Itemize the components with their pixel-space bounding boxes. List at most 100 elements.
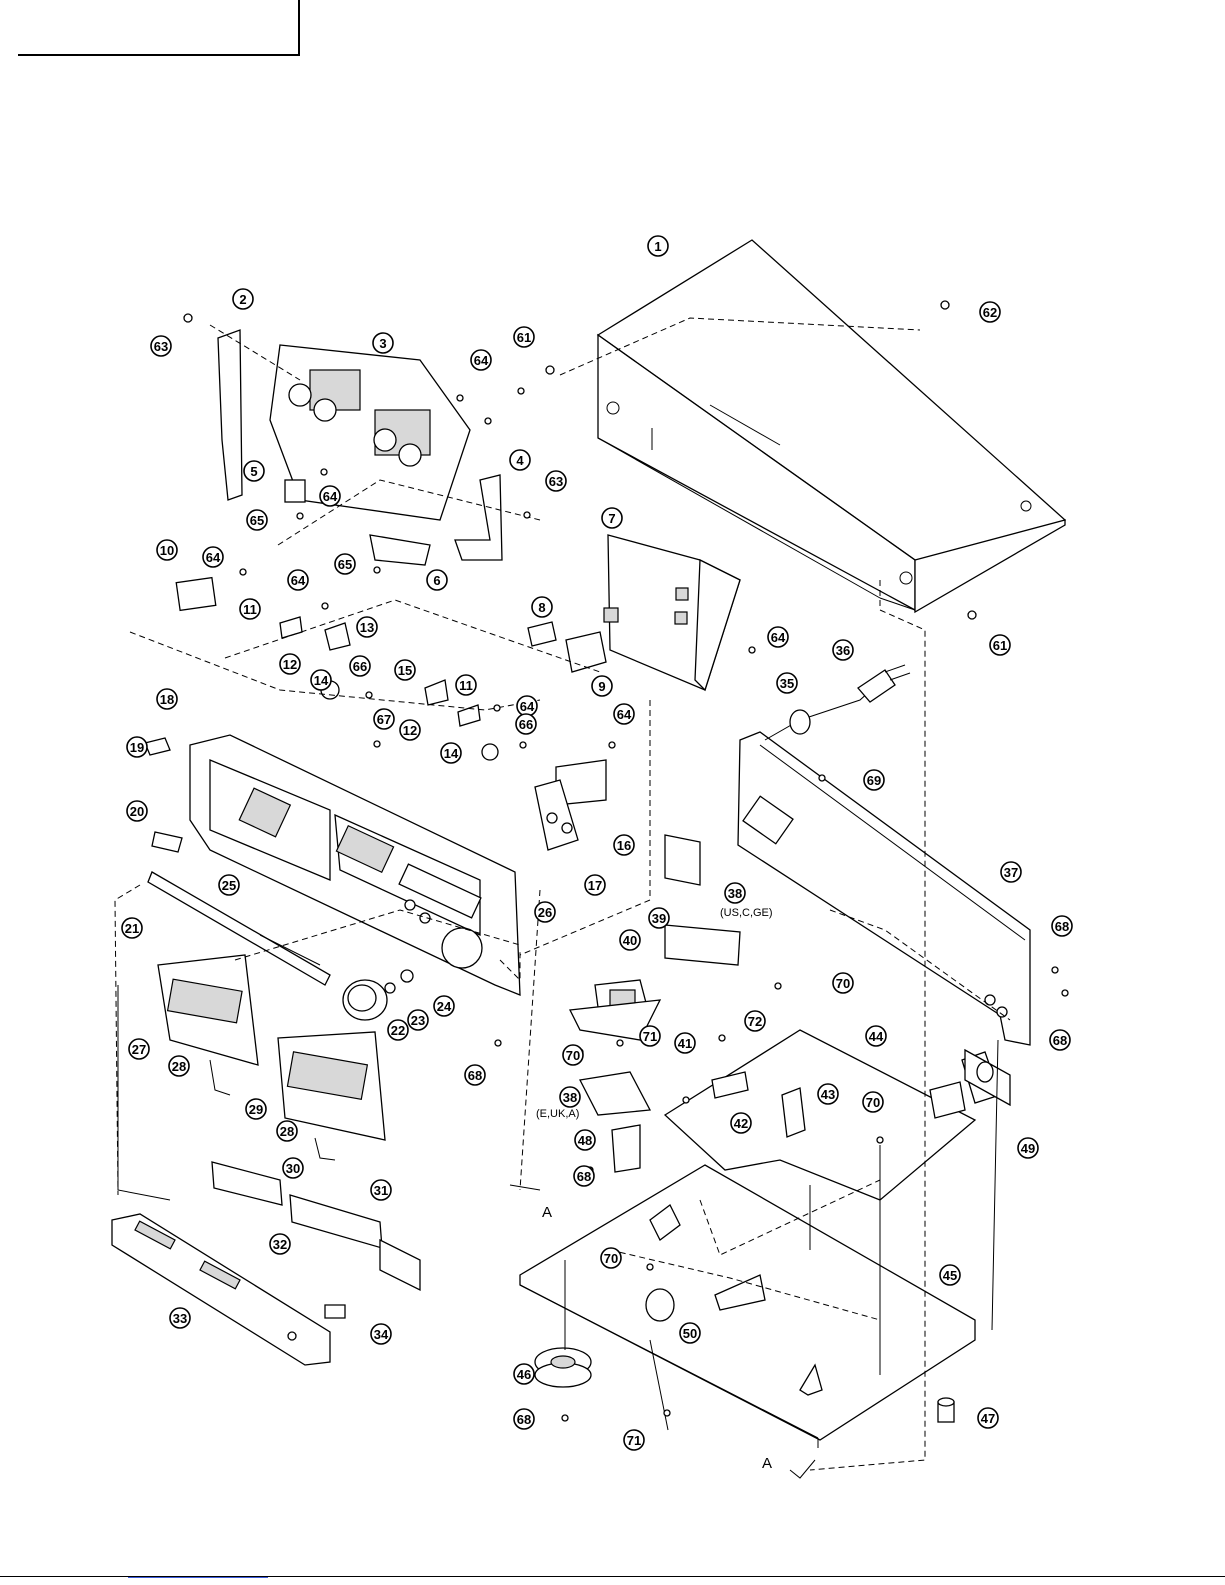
callout-64: 64	[517, 696, 537, 716]
callout-23: 23	[408, 1010, 428, 1030]
callout-number: 11	[459, 678, 473, 693]
callout-number: 5	[250, 464, 257, 479]
callout-67: 67	[374, 709, 394, 729]
callout-number: 48	[578, 1133, 592, 1148]
callout-number: 6	[433, 573, 440, 588]
callout-number: 68	[1055, 919, 1069, 934]
volume-knob	[343, 970, 413, 1020]
callout-47: 47	[978, 1408, 998, 1428]
callout-number: 61	[517, 330, 531, 345]
callout-number: 20	[130, 804, 144, 819]
callout-number: 43	[821, 1087, 835, 1102]
callout-number: 64	[771, 630, 786, 645]
callout-number: 37	[1004, 865, 1018, 880]
callout-number: 64	[474, 353, 489, 368]
note-38-regions-a: (US,C,GE)	[720, 907, 773, 919]
callout-number: 8	[538, 600, 545, 615]
callout-64: 64	[203, 547, 223, 567]
callout-number: 70	[866, 1095, 880, 1110]
callout-number: 69	[867, 773, 881, 788]
callout-number: 17	[588, 878, 602, 893]
callout-number: 41	[678, 1036, 692, 1051]
callout-36: 36	[833, 640, 853, 660]
callout-number: 23	[411, 1013, 425, 1028]
callout-number: 44	[869, 1029, 884, 1044]
callout-68: 68	[465, 1065, 485, 1085]
callout-33: 33	[170, 1308, 190, 1328]
callout-number: 63	[549, 474, 563, 489]
callout-18: 18	[157, 689, 177, 709]
callout-41: 41	[675, 1033, 695, 1053]
callout-65: 65	[247, 510, 267, 530]
callout-number: 70	[566, 1048, 580, 1063]
callout-number: 38	[728, 886, 742, 901]
callout-number: 13	[360, 620, 374, 635]
callout-14: 14	[311, 670, 331, 690]
callout-64: 64	[471, 350, 491, 370]
chassis	[520, 1165, 975, 1448]
callout-number: 26	[538, 905, 552, 920]
callout-45: 45	[940, 1265, 960, 1285]
callout-11: 11	[456, 675, 476, 695]
callout-40: 40	[620, 930, 640, 950]
callout-number: 33	[173, 1311, 187, 1326]
callout-number: 14	[444, 746, 459, 761]
callout-number: 50	[683, 1326, 697, 1341]
callout-number: 3	[379, 336, 386, 351]
callout-number: 63	[154, 339, 168, 354]
callout-44: 44	[866, 1026, 886, 1046]
callout-number: 35	[780, 676, 794, 691]
callout-34: 34	[371, 1324, 391, 1344]
callout-66: 66	[516, 714, 536, 734]
note-38-regions-b: (E,UK,A)	[536, 1108, 579, 1120]
callout-27: 27	[129, 1039, 149, 1059]
callout-37: 37	[1001, 862, 1021, 882]
callout-2: 2	[233, 289, 253, 309]
callout-number: 68	[1053, 1033, 1067, 1048]
callout-number: 39	[652, 911, 666, 926]
callout-number: 42	[734, 1116, 748, 1131]
callout-number: 36	[836, 643, 850, 658]
callout-number: 28	[172, 1059, 186, 1074]
callout-62: 62	[980, 302, 1000, 322]
callout-48: 48	[575, 1130, 595, 1150]
callout-68: 68	[514, 1409, 534, 1429]
callout-1: 1	[648, 236, 668, 256]
callout-number: 9	[598, 679, 605, 694]
callout-number: 45	[943, 1268, 957, 1283]
callout-number: 4	[516, 453, 524, 468]
callout-number: 19	[130, 740, 144, 755]
callout-61: 61	[514, 327, 534, 347]
callout-number: 40	[623, 933, 637, 948]
callout-number: 62	[983, 305, 997, 320]
callout-number: 16	[617, 838, 631, 853]
callout-number: 18	[160, 692, 174, 707]
callout-72: 72	[745, 1011, 765, 1031]
callout-number: 68	[517, 1412, 531, 1427]
callout-number: 68	[577, 1169, 591, 1184]
callout-64: 64	[288, 570, 308, 590]
callout-63: 63	[546, 471, 566, 491]
callout-number: 61	[993, 638, 1007, 653]
callout-38: 38	[725, 883, 745, 903]
callout-number: 11	[243, 602, 257, 617]
callout-number: 27	[132, 1042, 146, 1057]
callout-number: 64	[206, 550, 221, 565]
callout-number: 65	[250, 513, 264, 528]
callout-3: 3	[373, 333, 393, 353]
callout-number: 14	[314, 673, 329, 688]
callout-number: 34	[374, 1327, 389, 1342]
callout-number: 70	[604, 1251, 618, 1266]
callout-15: 15	[395, 660, 415, 680]
callout-number: 64	[323, 489, 338, 504]
callout-68: 68	[1050, 1030, 1070, 1050]
callout-30: 30	[283, 1158, 303, 1178]
callout-number: 24	[437, 999, 452, 1014]
callout-number: 10	[160, 543, 174, 558]
callout-21: 21	[122, 918, 142, 938]
callout-69: 69	[864, 770, 884, 790]
callout-70: 70	[863, 1092, 883, 1112]
callout-number: 25	[222, 878, 236, 893]
callout-63: 63	[151, 336, 171, 356]
footer-link-underline	[128, 1577, 268, 1578]
